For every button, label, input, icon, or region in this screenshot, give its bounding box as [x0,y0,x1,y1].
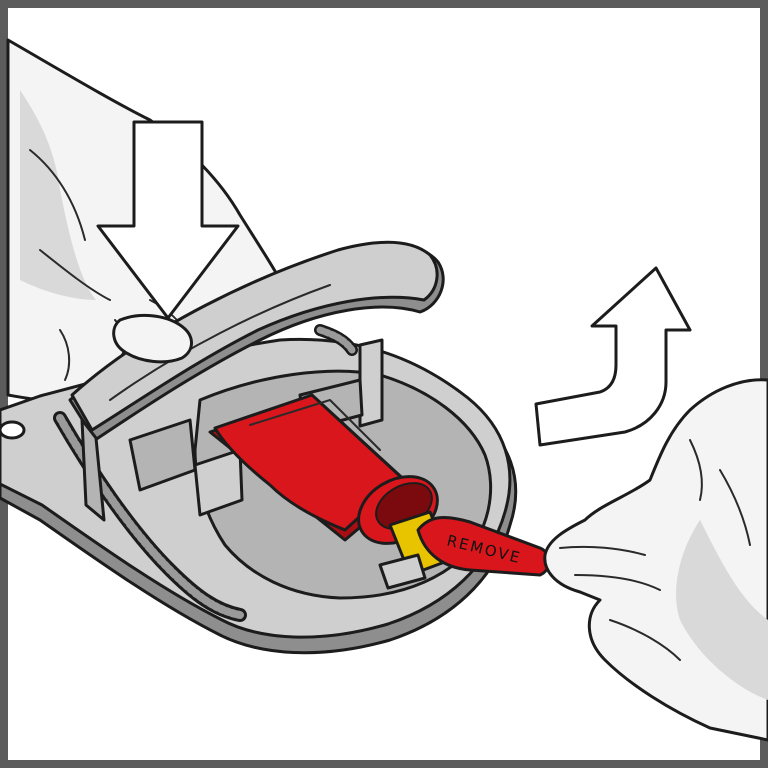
trap-lid [68,240,445,522]
right-hand [543,378,768,742]
safety-tab: REMOVE [416,516,551,577]
screw-hole [0,420,26,440]
latch [378,553,427,590]
down-arrow-icon [96,120,240,320]
up-right-arrow-icon [534,266,692,447]
left-thumb [112,314,193,364]
